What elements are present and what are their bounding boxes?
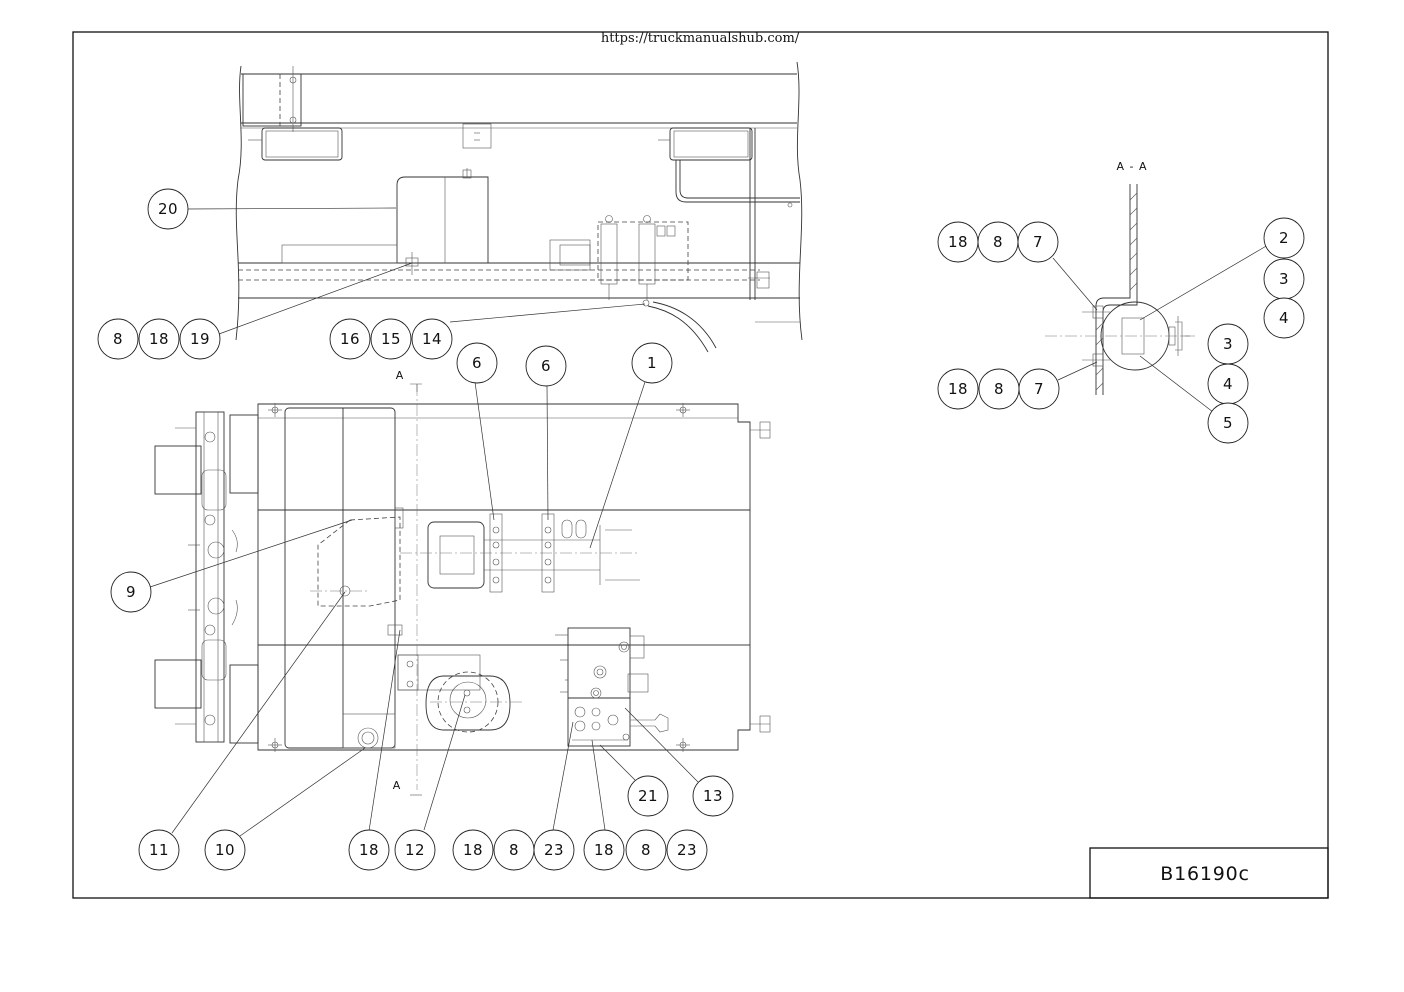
balloon-item: 11 [138, 829, 180, 871]
balloon-item: 7 [1017, 221, 1059, 263]
balloon-item: 10 [204, 829, 246, 871]
drawing-frame [72, 31, 1329, 899]
balloon-item: 15 [370, 318, 412, 360]
svg-text:23: 23 [677, 841, 697, 859]
svg-text:7: 7 [1033, 233, 1043, 251]
balloon-item: 8 [97, 318, 139, 360]
svg-text:18: 18 [463, 841, 483, 859]
balloon-item: 1 [631, 342, 673, 384]
svg-text:14: 14 [422, 330, 442, 348]
balloon-item: 4 [1207, 363, 1249, 405]
balloon-item: 8 [978, 368, 1020, 410]
svg-text:4: 4 [1279, 309, 1289, 327]
balloon-item: 8 [625, 829, 667, 871]
section-view-title: A - A [1116, 160, 1147, 173]
balloon-item: 8 [493, 829, 535, 871]
balloon-item: 9 [110, 571, 152, 613]
svg-text:18: 18 [948, 380, 968, 398]
balloon-item: 7 [1018, 368, 1060, 410]
svg-text:5: 5 [1223, 414, 1233, 432]
header-url: https://truckmanualshub.com/ [601, 31, 800, 46]
svg-text:4: 4 [1223, 375, 1233, 393]
plan-view-assembly: A A [154, 369, 771, 796]
svg-text:11: 11 [149, 841, 169, 859]
balloon-item: 5 [1207, 402, 1249, 444]
svg-text:3: 3 [1279, 270, 1289, 288]
balloon-item: 3 [1207, 323, 1249, 365]
svg-text:8: 8 [994, 380, 1004, 398]
svg-text:21: 21 [638, 787, 658, 805]
balloon-item: 23 [666, 829, 708, 871]
svg-text:8: 8 [113, 330, 123, 348]
svg-text:16: 16 [340, 330, 360, 348]
svg-text:23: 23 [544, 841, 564, 859]
balloon-item: 19 [179, 318, 221, 360]
balloon-item: 18 [348, 829, 390, 871]
balloon-item: 12 [394, 829, 436, 871]
svg-text:6: 6 [541, 357, 551, 375]
section-cut-label-bottom: A [393, 779, 402, 792]
balloon-item: 18 [937, 368, 979, 410]
drawing-number: B16190c [1160, 863, 1250, 885]
svg-text:18: 18 [149, 330, 169, 348]
balloon-item: 6 [525, 345, 567, 387]
section-view-a-a: A - A [1045, 160, 1195, 395]
svg-text:18: 18 [948, 233, 968, 251]
svg-text:7: 7 [1034, 380, 1044, 398]
svg-text:10: 10 [215, 841, 235, 859]
balloon-item: 16 [329, 318, 371, 360]
balloon-item: 2 [1263, 217, 1305, 259]
svg-text:12: 12 [405, 841, 425, 859]
svg-text:20: 20 [158, 200, 178, 218]
leader-lines [149, 207, 1269, 837]
balloon-item: 18 [138, 318, 180, 360]
svg-text:13: 13 [703, 787, 723, 805]
svg-text:8: 8 [641, 841, 651, 859]
balloon-item: 6 [456, 342, 498, 384]
svg-text:2: 2 [1279, 229, 1289, 247]
balloon-item: 8 [977, 221, 1019, 263]
balloon-item: 21 [627, 775, 669, 817]
balloon-item: 18 [937, 221, 979, 263]
svg-text:15: 15 [381, 330, 401, 348]
balloon-item: 14 [411, 318, 453, 360]
balloon-item: 20 [147, 188, 189, 230]
balloon-item: 23 [533, 829, 575, 871]
balloon-item: 3 [1263, 258, 1305, 300]
balloon-item: 13 [692, 775, 734, 817]
balloon-item: 18 [583, 829, 625, 871]
svg-text:9: 9 [126, 583, 136, 601]
svg-text:19: 19 [190, 330, 210, 348]
svg-text:8: 8 [509, 841, 519, 859]
callout-balloons: 20 8 18 19 16 15 14 6 6 1 9 11 10 18 12 … [97, 188, 1305, 871]
top-view-chassis [235, 61, 803, 353]
title-block: B16190c [1089, 847, 1329, 899]
svg-text:18: 18 [359, 841, 379, 859]
balloon-item: 4 [1263, 297, 1305, 339]
section-cut-label-top: A [396, 369, 405, 382]
svg-text:6: 6 [472, 354, 482, 372]
svg-text:1: 1 [647, 354, 657, 372]
balloon-item: 18 [452, 829, 494, 871]
svg-text:8: 8 [993, 233, 1003, 251]
svg-text:18: 18 [594, 841, 614, 859]
svg-text:3: 3 [1223, 335, 1233, 353]
